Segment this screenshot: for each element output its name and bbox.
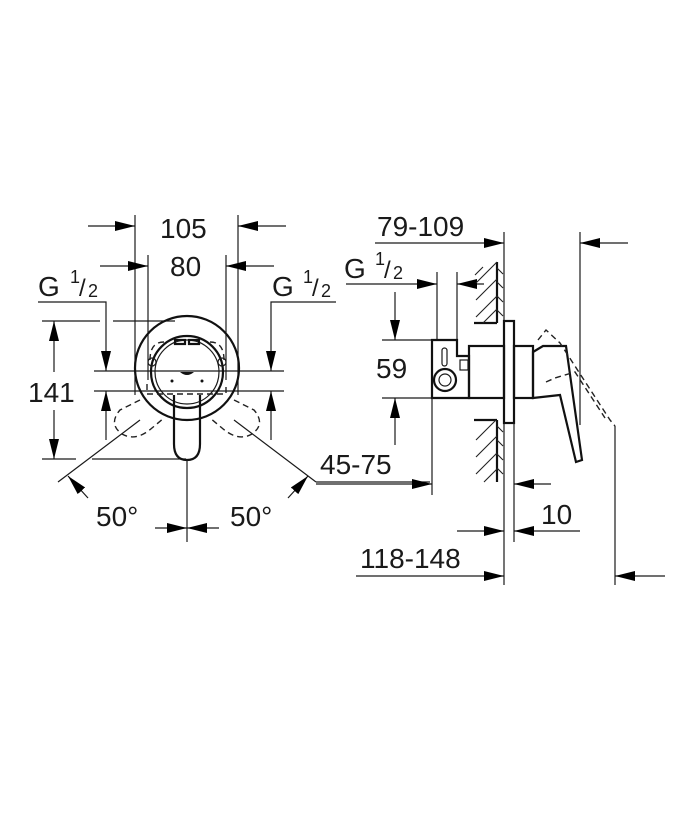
thread-label-right: G 1 / 2 [266, 267, 336, 371]
dim-59-label: 59 [376, 353, 407, 384]
dim-118-148: 118-148 [356, 543, 665, 581]
dim-45-75-label: 45-75 [320, 449, 392, 480]
svg-text:2: 2 [393, 263, 403, 283]
dim-80: 80 [100, 251, 274, 380]
svg-text:G: G [38, 271, 60, 302]
svg-text:2: 2 [88, 281, 98, 301]
dim-10: 10 [457, 423, 580, 542]
svg-text:1: 1 [375, 249, 385, 269]
dim-79-109: 79-109 [375, 211, 628, 585]
front-view: 105 80 G 1 / 2 G 1 / 2 [28, 213, 430, 542]
mixer-front [113, 314, 261, 462]
svg-text:G: G [344, 253, 366, 284]
dim-10-label: 10 [541, 499, 572, 530]
dim-105-label: 105 [160, 213, 207, 244]
dim-141-label: 141 [28, 377, 75, 408]
dim-118-148-label: 118-148 [360, 543, 461, 574]
svg-text:G: G [272, 271, 294, 302]
dim-59: 59 [376, 292, 470, 445]
dim-45-75: 45-75 [316, 398, 433, 495]
svg-text:/: / [384, 257, 391, 284]
angle-left-label: 50° [96, 501, 138, 532]
svg-text:/: / [312, 275, 319, 302]
angle-right-label: 50° [230, 501, 272, 532]
thread-label-side: G 1 / 2 [344, 249, 484, 340]
thread-label-left: G 1 / 2 [38, 267, 111, 371]
svg-text:1: 1 [303, 267, 313, 287]
wall [474, 261, 504, 483]
svg-text:1: 1 [70, 267, 80, 287]
dim-105: 105 [88, 213, 286, 300]
dim-79-109-label: 79-109 [377, 211, 464, 242]
side-view: 79-109 G 1 / 2 59 [316, 211, 665, 585]
dim-141: 141 [28, 320, 186, 460]
svg-text:/: / [79, 275, 86, 302]
svg-text:2: 2 [321, 281, 331, 301]
dim-80-label: 80 [170, 251, 201, 282]
